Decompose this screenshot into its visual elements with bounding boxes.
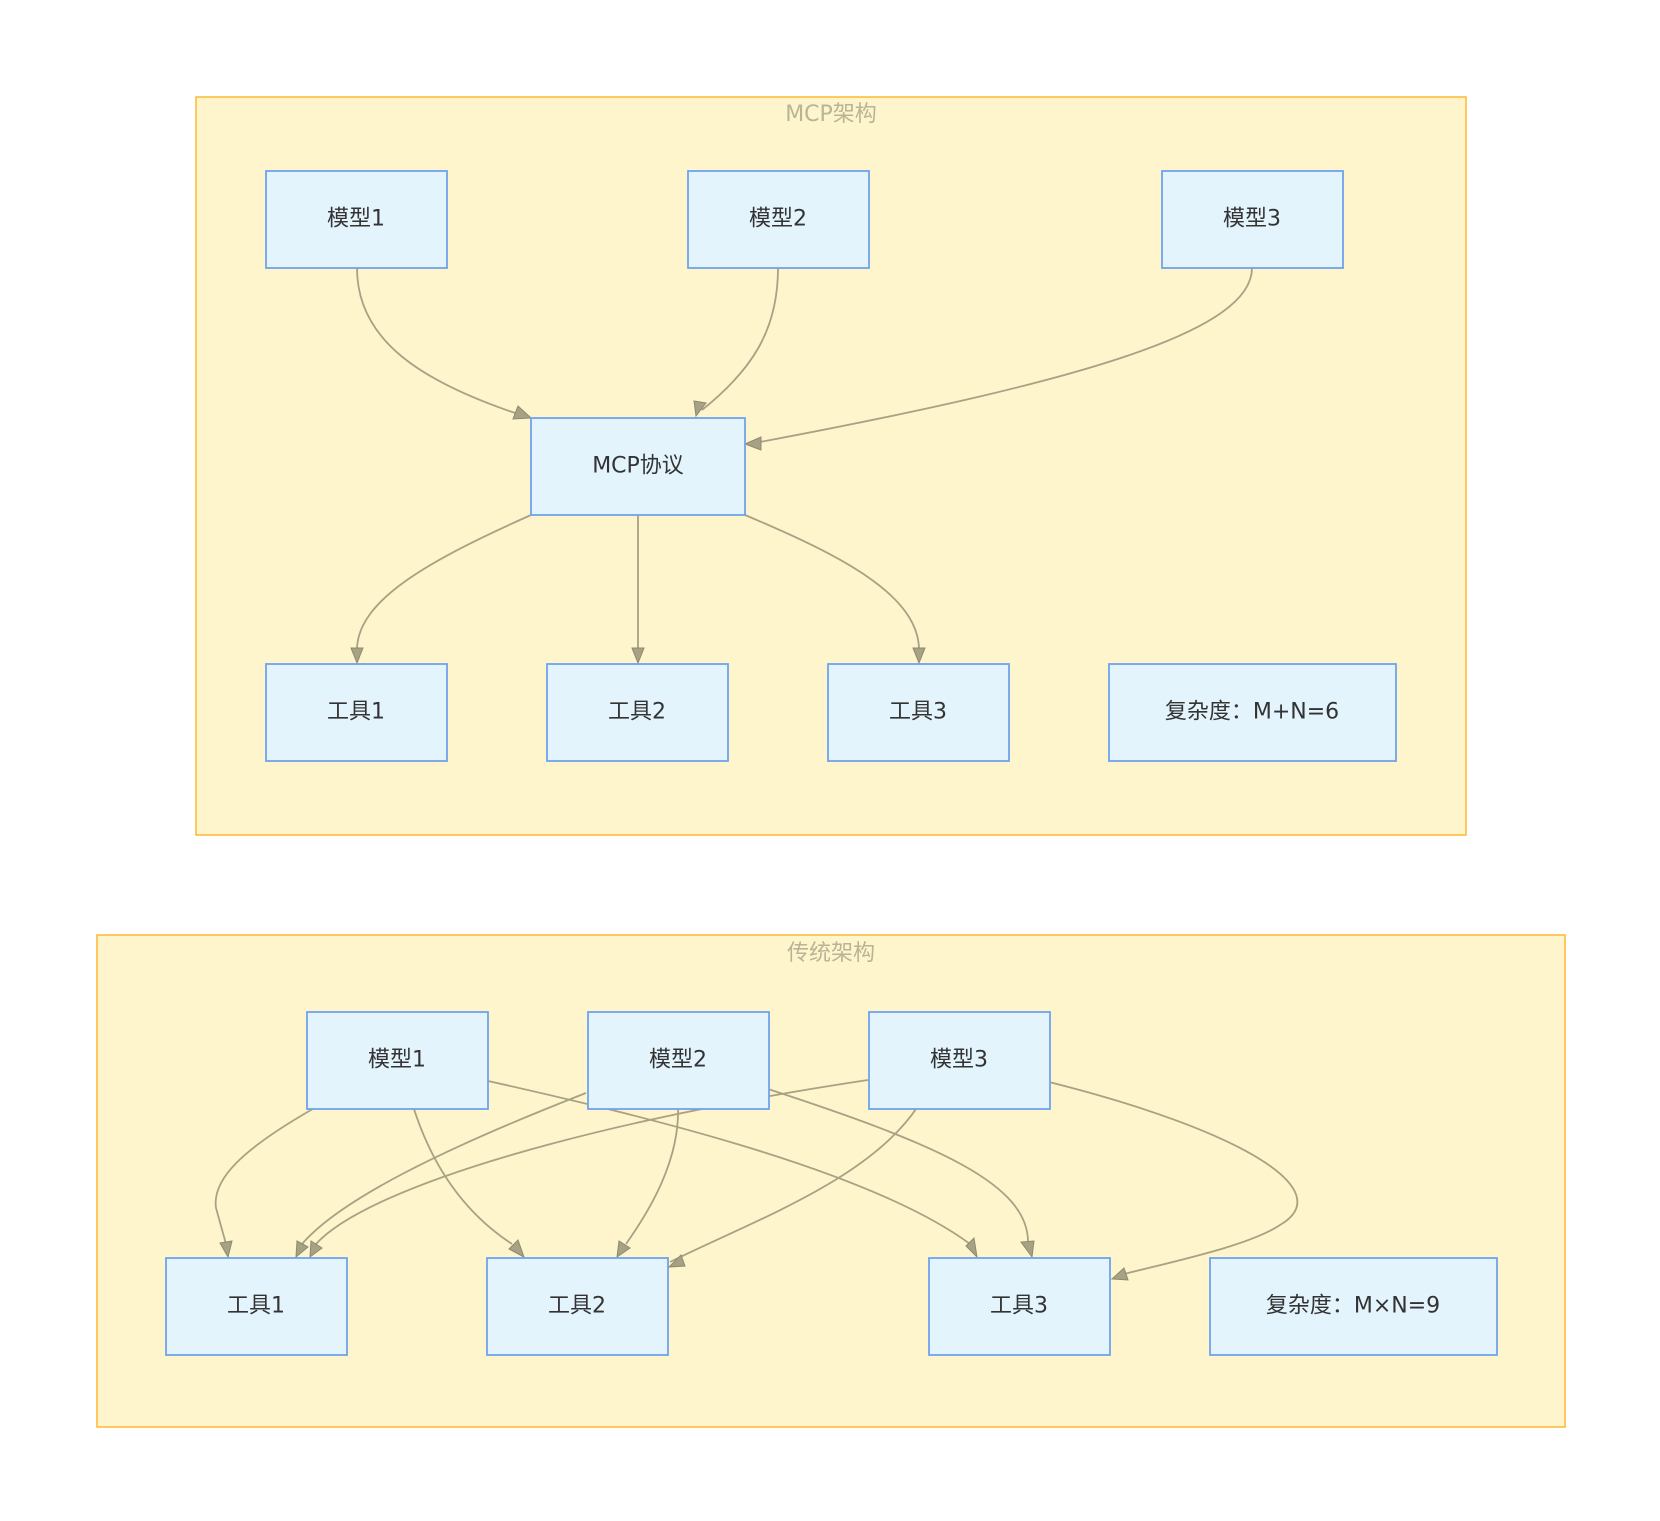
cluster-mcp-title: MCP架构 [785,102,877,127]
node-box [687,170,870,269]
edge-trad-model2-tool3 [767,1088,1029,1245]
node-label: MCP协议 [592,454,684,479]
node-label: 模型1 [368,1048,426,1073]
trad-node-tool3: 工具3 [928,1257,1111,1356]
mcp-arrowheads [350,400,926,665]
arrowhead [512,405,533,420]
trad-node-model2: 模型2 [587,1011,770,1110]
arrowhead [219,1240,233,1259]
node-box [827,663,1010,762]
edge-trad-model1-tool2 [412,1105,513,1245]
cluster-traditional-title: 传统架构 [787,941,875,966]
node-box [587,1011,770,1110]
trad-node-model1: 模型1 [306,1011,489,1110]
edge-trad-model3-tool2 [669,1105,919,1263]
node-label: 工具2 [608,700,666,725]
edge-mcp-protocol-tool3 [744,514,920,651]
arrowhead [295,1240,309,1259]
node-label: 工具3 [889,700,947,725]
arrowhead [350,647,364,665]
node-label: 复杂度：M+N=6 [1165,700,1339,725]
mcp-node-tool1: 工具1 [265,663,448,762]
mcp-node-model2: 模型2 [687,170,870,269]
node-label: 复杂度：M×N=9 [1266,1294,1440,1319]
node-box [265,663,448,762]
trad-node-complexity: 复杂度：M×N=9 [1209,1257,1498,1356]
node-box [265,170,448,269]
arrowhead [965,1236,978,1259]
arrowhead [1110,1267,1129,1281]
cluster-traditional: 传统架构 模型1 [96,934,1566,1428]
mcp-node-model3: 模型3 [1161,170,1344,269]
arrowhead [912,647,926,665]
node-label: 模型1 [327,207,385,232]
cluster-mcp: MCP架构 模型1 模型2 [195,96,1467,836]
node-box [928,1257,1111,1356]
traditional-arrowheads [219,1236,1129,1281]
mcp-node-model1: 模型1 [265,170,448,269]
edge-trad-model1-tool3 [487,1080,971,1245]
edge-mcp-model1-protocol [356,267,525,417]
edge-trad-model2-tool2 [625,1105,679,1245]
mcp-node-tool3: 工具3 [827,663,1010,762]
edge-trad-model3-tool3 [1048,1081,1299,1275]
node-box [546,663,729,762]
trad-node-tool2: 工具2 [486,1257,669,1356]
node-box [1209,1257,1498,1356]
node-box [165,1257,348,1356]
node-box [1161,170,1344,269]
node-label: 工具1 [327,700,385,725]
node-label: 工具3 [990,1294,1048,1319]
node-box [306,1011,489,1110]
trad-node-tool1: 工具1 [165,1257,348,1356]
node-box [530,417,746,516]
node-label: 模型3 [930,1048,988,1073]
mcp-node-complexity: 复杂度：M+N=6 [1108,663,1397,762]
arrowhead [667,1254,686,1268]
mcp-edges [356,267,1253,651]
mcp-node-protocol: MCP协议 [530,417,746,516]
arrowhead [743,436,762,451]
arrowhead [1020,1240,1035,1259]
node-label: 工具1 [227,1294,285,1319]
edge-mcp-model3-protocol [759,267,1253,443]
node-box [1108,663,1397,762]
arrowhead [693,400,707,418]
arrowhead [616,1240,631,1259]
edge-trad-model1-tool1 [214,1105,319,1245]
arrowhead [631,647,645,665]
node-label: 模型2 [649,1048,707,1073]
mcp-node-tool2: 工具2 [546,663,729,762]
node-box [486,1257,669,1356]
arrowhead [508,1239,525,1259]
node-box [868,1011,1051,1110]
arrowhead [309,1240,323,1259]
node-label: 模型3 [1223,207,1281,232]
edge-mcp-protocol-tool1 [356,514,532,651]
edge-mcp-model2-protocol [701,267,779,411]
edge-trad-model2-tool1 [301,1092,587,1245]
node-label: 模型2 [749,207,807,232]
node-label: 工具2 [548,1294,606,1319]
trad-node-model3: 模型3 [868,1011,1051,1110]
